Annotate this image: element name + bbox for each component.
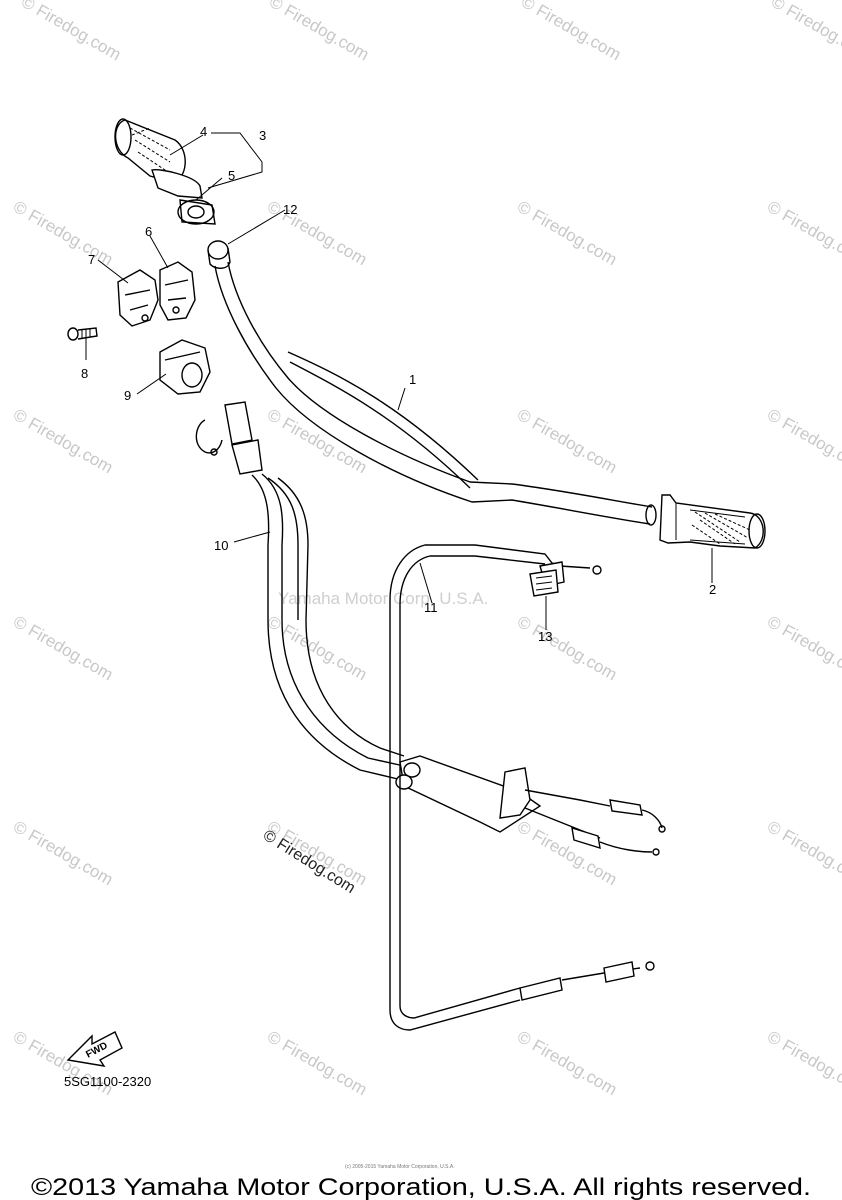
watermark-text: © Firedog.com: [266, 0, 372, 64]
callout-12: 12: [283, 202, 297, 217]
left-grip-part: [114, 118, 216, 225]
watermark-text: © Firedog.com: [768, 0, 842, 64]
watermark-owner: Yamaha Motor Corp, U.S.A.: [278, 589, 488, 608]
watermark-text: © Firedog.com: [10, 817, 116, 889]
watermark-text: © Firedog.com: [10, 612, 116, 684]
callout-6: 6: [145, 224, 152, 239]
watermark-text: © Firedog.com: [264, 197, 370, 269]
tiny-copyright: (c) 2005-2015 Yamaha Motor Corporation, …: [345, 1164, 455, 1170]
callout-labels: 1 2 3 4 5 6 7 8 9 10 11 12 13: [81, 124, 716, 644]
callout-13: 13: [538, 629, 552, 644]
cable-adjuster-part: [529, 569, 559, 597]
watermark-text: © Firedog.com: [514, 612, 620, 684]
callout-9: 9: [124, 388, 131, 403]
callout-5: 5: [228, 168, 235, 183]
watermark-text: © Firedog.com: [764, 1027, 842, 1099]
diagram-code: 5SG1100-2320: [64, 1074, 151, 1089]
callout-8: 8: [81, 366, 88, 381]
callout-7: 7: [88, 252, 95, 267]
watermark-text: © Firedog.com: [764, 817, 842, 889]
watermark-text: © Firedog.com: [764, 405, 842, 477]
callout-3: 3: [259, 128, 266, 143]
callout-11: 11: [424, 600, 438, 615]
watermark-text: © Firedog.com: [10, 197, 116, 269]
watermark-text: © Firedog.com: [514, 1027, 620, 1099]
watermark-text: © Firedog.com: [764, 612, 842, 684]
watermark-text: © Firedog.com: [264, 1027, 370, 1099]
throttle-cable-part: [195, 401, 666, 856]
switch-housing-part: [117, 261, 196, 327]
watermark-layer: © Firedog.com © Firedog.com © Firedog.co…: [10, 0, 842, 1099]
right-grip-part: [659, 494, 766, 549]
watermark-text: © Firedog.com: [514, 405, 620, 477]
parts-artwork: FWD: [66, 118, 766, 1067]
watermark-text: © Firedog.com: [518, 0, 624, 64]
callout-10: 10: [214, 538, 228, 553]
callout-2: 2: [709, 582, 716, 597]
callout-1: 1: [409, 372, 416, 387]
watermark-text: © Firedog.com: [264, 405, 370, 477]
copyright-notice: ©2013 Yamaha Motor Corporation, U.S.A. A…: [31, 1174, 811, 1200]
watermark-text: © Firedog.com: [514, 197, 620, 269]
leader-lines: [85, 132, 713, 630]
watermark-text: © Firedog.com: [764, 197, 842, 269]
handlebar-part: [207, 240, 657, 526]
throttle-housing-part: [159, 339, 211, 395]
forward-arrow-icon: FWD: [66, 1031, 123, 1067]
watermark-text: © Firedog.com: [514, 817, 620, 889]
callout-4: 4: [200, 124, 207, 139]
screw-part: [67, 327, 98, 341]
watermark-text: © Firedog.com: [264, 612, 370, 684]
watermark-text: © Firedog.com: [18, 0, 124, 64]
watermark-text: © Firedog.com: [10, 405, 116, 477]
